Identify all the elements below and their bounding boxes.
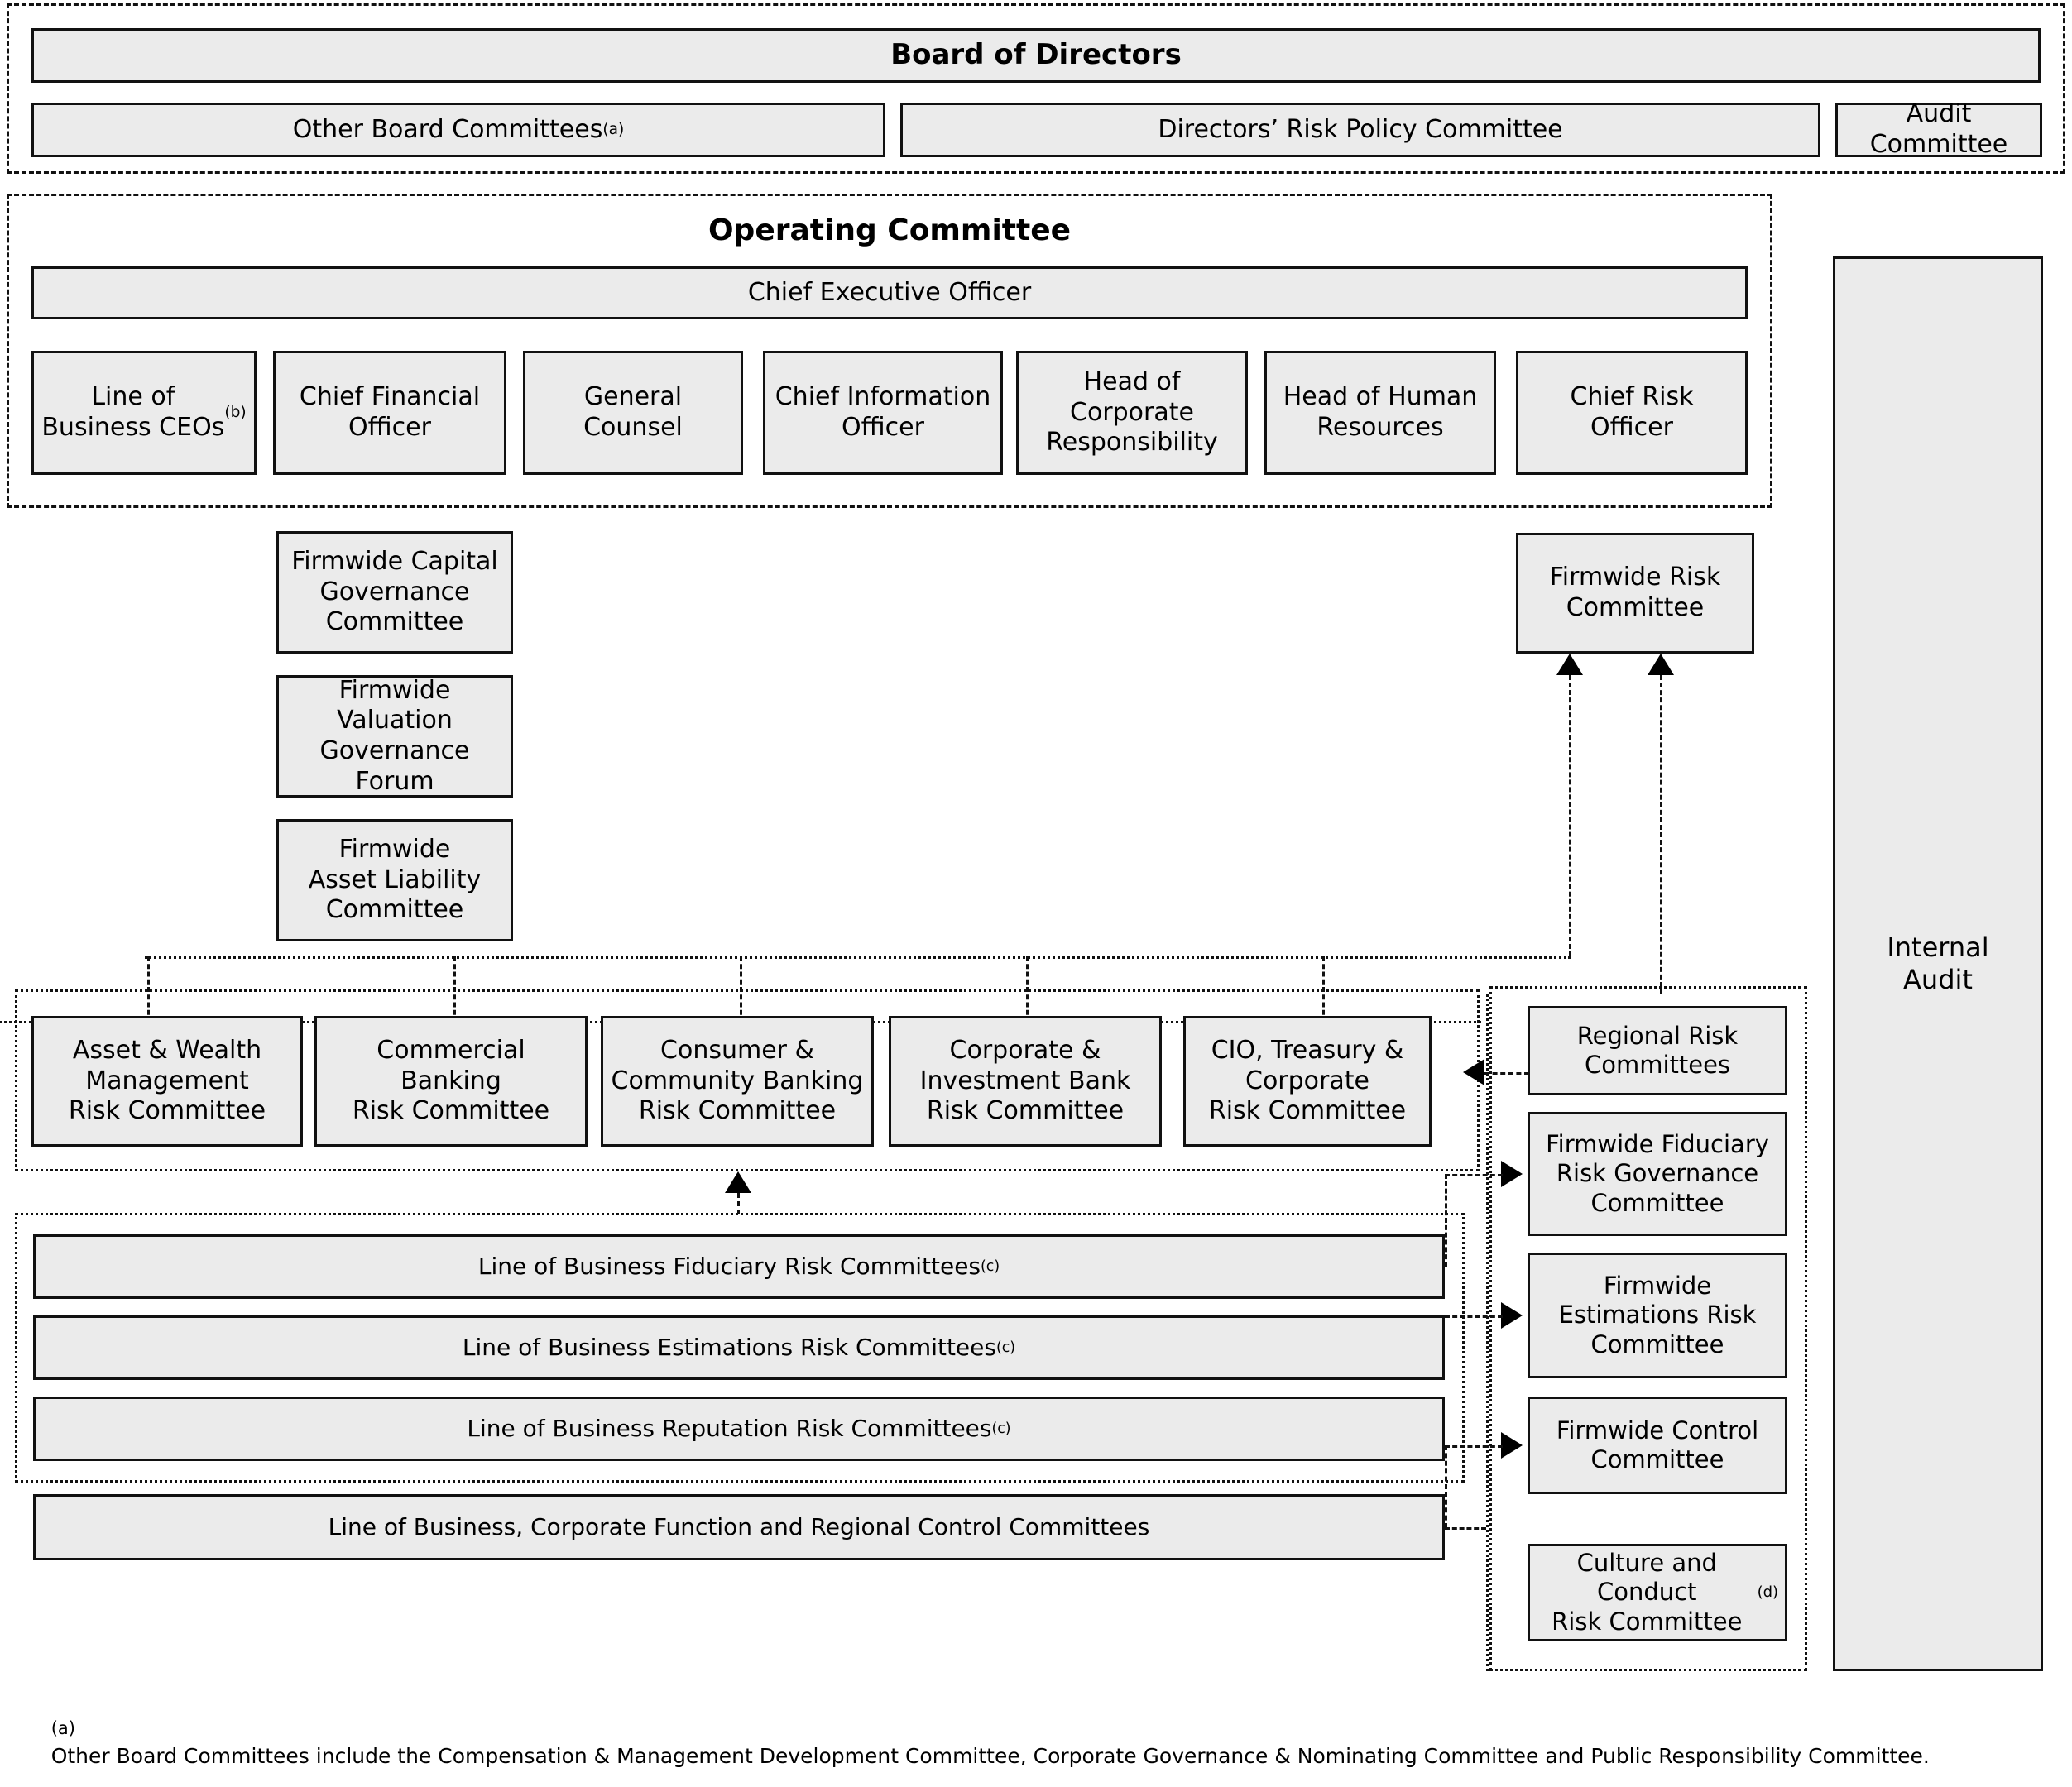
oc-member-line-of-business-ceos[interactable]: Line of Business CEOs(b) bbox=[31, 351, 257, 475]
firmwide-estimations-risk-committee-box[interactable]: Firmwide Estimations Risk Committee bbox=[1528, 1253, 1787, 1378]
lob-bar-label-0: Line of Business Fiduciary Risk Committe… bbox=[477, 1252, 981, 1280]
oc-member-chief-risk-officer[interactable]: Chief Risk Officer bbox=[1516, 351, 1748, 475]
connector-lob-bars-to-risk-row bbox=[737, 1193, 740, 1214]
connector-control-bar-horiz bbox=[1445, 1445, 1503, 1448]
right-committee-label-3: Firmwide Control Committee bbox=[1556, 1416, 1759, 1473]
firmwide-risk-committee-box[interactable]: Firmwide Risk Committee bbox=[1516, 533, 1754, 654]
distribution-bus-upper bbox=[145, 956, 1571, 959]
oc-member-chief-information-officer[interactable]: Chief Information Officer bbox=[763, 351, 1003, 475]
corporate-investment-bank-risk-committee-box[interactable]: Corporate & Investment Bank Risk Committ… bbox=[889, 1016, 1162, 1147]
firmwide-control-committee-box[interactable]: Firmwide Control Committee bbox=[1528, 1397, 1787, 1494]
firmwide-risk-committee-label: Firmwide Risk Committee bbox=[1549, 563, 1721, 622]
oc-member-head-of-human-resources[interactable]: Head of Human Resources bbox=[1264, 351, 1496, 475]
oc-member-label-1: Chief Financial Officer bbox=[299, 382, 481, 442]
lob-risk-committee-label-2: Consumer & Community Banking Risk Commit… bbox=[611, 1036, 864, 1126]
lob-fiduciary-risk-committees-bar[interactable]: Line of Business Fiduciary Risk Committe… bbox=[33, 1234, 1445, 1299]
right-committee-label-4: Culture and Conduct Risk Committee bbox=[1552, 1548, 1743, 1636]
oc-member-label-4: Head of Corporate Responsibility bbox=[1046, 367, 1218, 458]
control-bar-label: Line of Business, Corporate Function and… bbox=[328, 1512, 1150, 1540]
commercial-banking-risk-committee-box[interactable]: Commercial Banking Risk Committee bbox=[314, 1016, 588, 1147]
arrow-lob-bars-to-risk-row bbox=[725, 1171, 751, 1193]
connector-regional-to-cio-treasury bbox=[1484, 1072, 1529, 1075]
firmwide-fiduciary-risk-governance-committee-box[interactable]: Firmwide Fiduciary Risk Governance Commi… bbox=[1528, 1112, 1787, 1236]
connector-lob-to-firmwide-risk-vert bbox=[1569, 675, 1571, 956]
lob-risk-committee-label-4: CIO, Treasury & Corporate Risk Committee bbox=[1208, 1036, 1407, 1126]
right-committees-group-container bbox=[1489, 986, 1807, 1671]
lob-bars-group-container bbox=[15, 1213, 1465, 1483]
regional-risk-committees-box[interactable]: Regional Risk Committees bbox=[1528, 1006, 1787, 1095]
firmwide-capital-governance-committee-box[interactable]: Firmwide Capital Governance Committee bbox=[276, 531, 513, 654]
arrow-regional-to-cio-treasury bbox=[1463, 1059, 1484, 1085]
connector-control-bar-vert bbox=[1445, 1445, 1447, 1528]
firmwide-valuation-governance-forum-box[interactable]: Firmwide Valuation Governance Forum bbox=[276, 675, 513, 798]
firmwide-forum-label-1: Firmwide Valuation Governance Forum bbox=[319, 675, 470, 796]
right-committee-label-2: Firmwide Estimations Risk Committee bbox=[1558, 1271, 1757, 1358]
lob-risk-committee-label-3: Corporate & Investment Bank Risk Committ… bbox=[919, 1036, 1131, 1126]
connector-fiduciary-bar-vert bbox=[1445, 1174, 1447, 1267]
other-board-committees-label: Other Board Committees bbox=[292, 114, 603, 144]
footnote-text-a: Other Board Committees include the Compe… bbox=[50, 1744, 1930, 1768]
chief-executive-officer-label: Chief Executive Officer bbox=[747, 277, 1032, 307]
right-column-trunk bbox=[1486, 994, 1489, 1671]
oc-member-chief-financial-officer[interactable]: Chief Financial Officer bbox=[273, 351, 506, 475]
arrow-estimations-bar-to-firmwide-estimations bbox=[1501, 1302, 1523, 1329]
internal-audit-box[interactable]: Internal Audit bbox=[1833, 256, 2043, 1671]
lob-bar-label-1: Line of Business Estimations Risk Commit… bbox=[462, 1333, 996, 1361]
oc-member-label-2: General Counsel bbox=[583, 382, 683, 442]
oc-member-label-0: Line of Business CEOs bbox=[41, 382, 225, 442]
connector-control-bar-tail bbox=[1445, 1527, 1486, 1530]
audit-committee-label: Audit Committee bbox=[1869, 99, 2008, 159]
footnote-row-a: (a) Other Board Committees include the C… bbox=[12, 1683, 1930, 1787]
connector-estimations-bar-horiz bbox=[1445, 1315, 1503, 1318]
lob-risk-committee-label-0: Asset & Wealth Management Risk Committee bbox=[68, 1036, 266, 1126]
lob-bar-label-2: Line of Business Reputation Risk Committ… bbox=[467, 1414, 992, 1442]
connector-rightcol-to-firmwide-risk-vert bbox=[1660, 675, 1662, 994]
culture-and-conduct-risk-committee-box[interactable]: Culture and Conduct Risk Committee (d) bbox=[1528, 1544, 1787, 1641]
lob-reputation-risk-committees-bar[interactable]: Line of Business Reputation Risk Committ… bbox=[33, 1397, 1445, 1461]
asset-wealth-management-risk-committee-box[interactable]: Asset & Wealth Management Risk Committee bbox=[31, 1016, 303, 1147]
firmwide-forum-label-0: Firmwide Capital Governance Committee bbox=[291, 547, 498, 637]
right-committee-label-1: Firmwide Fiduciary Risk Governance Commi… bbox=[1546, 1129, 1769, 1217]
firmwide-forum-label-2: Firmwide Asset Liability Committee bbox=[308, 835, 482, 925]
internal-audit-label: Internal Audit bbox=[1887, 931, 1989, 995]
lob-risk-committee-label-1: Commercial Banking Risk Committee bbox=[352, 1036, 550, 1126]
firmwide-asset-liability-committee-box[interactable]: Firmwide Asset Liability Committee bbox=[276, 819, 513, 941]
connector-fiduciary-bar-horiz bbox=[1445, 1174, 1503, 1176]
arrow-control-bar-to-firmwide-control bbox=[1501, 1432, 1523, 1459]
consumer-community-banking-risk-committee-box[interactable]: Consumer & Community Banking Risk Commit… bbox=[601, 1016, 874, 1147]
lob-estimations-risk-committees-bar[interactable]: Line of Business Estimations Risk Commit… bbox=[33, 1315, 1445, 1380]
oc-member-label-6: Chief Risk Officer bbox=[1570, 382, 1694, 442]
directors-risk-policy-committee-box[interactable]: Directors’ Risk Policy Committee bbox=[900, 103, 1820, 157]
board-of-directors-label: Board of Directors bbox=[890, 38, 1182, 72]
arrow-fiduciary-bar-to-firmwide-fiduciary bbox=[1501, 1161, 1523, 1187]
directors-risk-policy-committee-label: Directors’ Risk Policy Committee bbox=[1158, 114, 1563, 144]
arrow-to-firmwide-risk-left bbox=[1556, 654, 1583, 675]
operating-committee-title: Operating Committee bbox=[707, 213, 1072, 247]
cio-treasury-corporate-risk-committee-box[interactable]: CIO, Treasury & Corporate Risk Committee bbox=[1183, 1016, 1432, 1147]
chief-executive-officer-box[interactable]: Chief Executive Officer bbox=[31, 266, 1748, 319]
oc-member-head-of-corporate-responsibility[interactable]: Head of Corporate Responsibility bbox=[1016, 351, 1248, 475]
lob-corporate-function-regional-control-committees-bar[interactable]: Line of Business, Corporate Function and… bbox=[33, 1494, 1445, 1560]
other-board-committees-box[interactable]: Other Board Committees(a) bbox=[31, 103, 885, 157]
board-group-container bbox=[7, 3, 2065, 174]
right-committee-label-0: Regional Risk Committees bbox=[1576, 1021, 1739, 1079]
oc-member-label-3: Chief Information Officer bbox=[775, 382, 991, 442]
arrow-to-firmwide-risk-right bbox=[1648, 654, 1674, 675]
board-of-directors-box[interactable]: Board of Directors bbox=[31, 28, 2041, 83]
oc-member-label-5: Head of Human Resources bbox=[1283, 382, 1478, 442]
audit-committee-box[interactable]: Audit Committee bbox=[1835, 99, 2042, 159]
footnotes-block: (a) Other Board Committees include the C… bbox=[12, 1683, 1930, 1787]
footnote-mark-a: (a) bbox=[50, 1718, 75, 1738]
oc-member-general-counsel[interactable]: General Counsel bbox=[523, 351, 743, 475]
operating-committee-group-container bbox=[7, 194, 1772, 508]
